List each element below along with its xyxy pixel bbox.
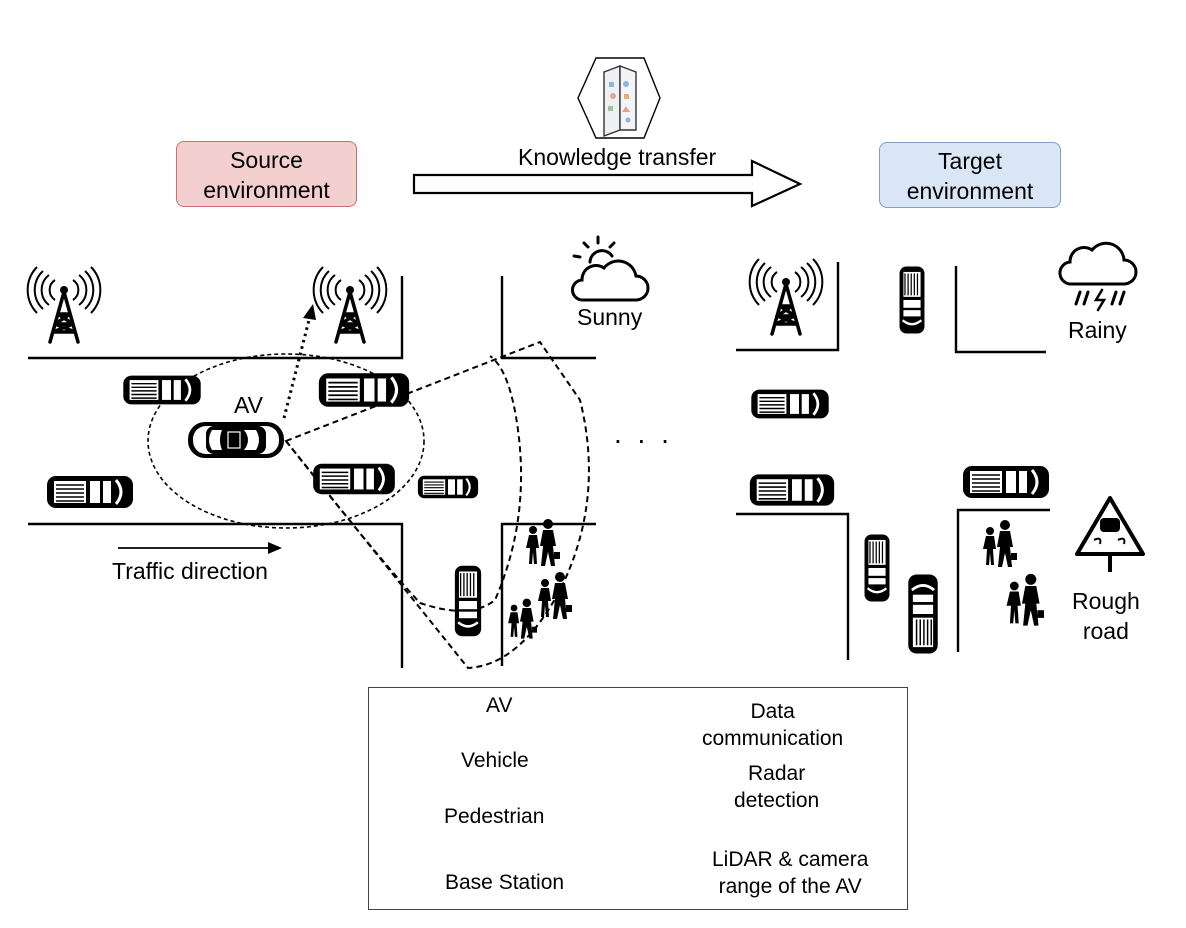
pedestrian-icon [983,520,1017,567]
rainy-label: Rainy [1068,317,1127,343]
legend [368,687,908,910]
vehicle-icon [121,374,203,406]
vehicle-icon [748,472,836,508]
legend-lidar-label: LiDAR & camera range of the AV [712,848,869,898]
legend-base-station-label: Base Station [445,871,565,894]
legend-pedestrian-label: Pedestrian [444,805,545,828]
vehicle-icon [906,573,940,655]
vehicle-icon [453,564,483,638]
radar-detection-beams [284,340,590,670]
vehicle-icon [317,371,411,409]
lidar-range-ellipse [147,353,425,529]
pedestrian-icon [538,572,572,619]
pedestrian-icon [508,598,537,639]
vehicle-icon [961,464,1051,500]
target-scene [736,241,1145,660]
vehicle-icon [311,462,397,496]
rainy-weather-icon [1058,241,1138,312]
legend-vehicle-label: Vehicle [461,749,529,772]
vehicle-icon [898,265,926,335]
traffic-direction-label: Traffic direction [112,558,268,584]
legend-radar-label: Radar detection [734,762,820,812]
header [412,57,803,208]
sunny-weather-icon [571,235,650,302]
pedestrian-icon [526,519,560,566]
base-station-icon [311,265,389,344]
av-car-icon [187,421,285,459]
data-communication-arrow [282,304,316,419]
target-environment-box: Target environment [879,142,1061,208]
traffic-direction-arrow [118,542,282,554]
base-station-icon [747,257,825,336]
knowledge-transfer-arrow [412,159,803,208]
rough-road-sign-icon [1075,496,1145,572]
target-road-edges [736,262,1050,660]
vehicle-icon [863,533,891,603]
pedestrian-icon [1006,573,1044,626]
knowledge-transfer-label: Knowledge transfer [518,144,717,170]
base-station-icon [25,265,103,344]
ellipsis: . . . [614,418,673,449]
vehicle-icon [45,474,135,510]
rough-road-label: Rough road [1072,588,1140,644]
source-scene [25,235,650,670]
legend-data-communication-label: Data communication [702,700,844,750]
source-road-edges [28,276,596,668]
vehicle-icon [749,388,831,420]
av-label: AV [234,392,263,418]
sunny-label: Sunny [577,304,643,330]
source-environment-box: Source environment [176,141,357,207]
legend-av-label: AV [486,694,513,717]
vehicle-icon [416,474,480,500]
knowledge-book-icon [577,57,661,139]
